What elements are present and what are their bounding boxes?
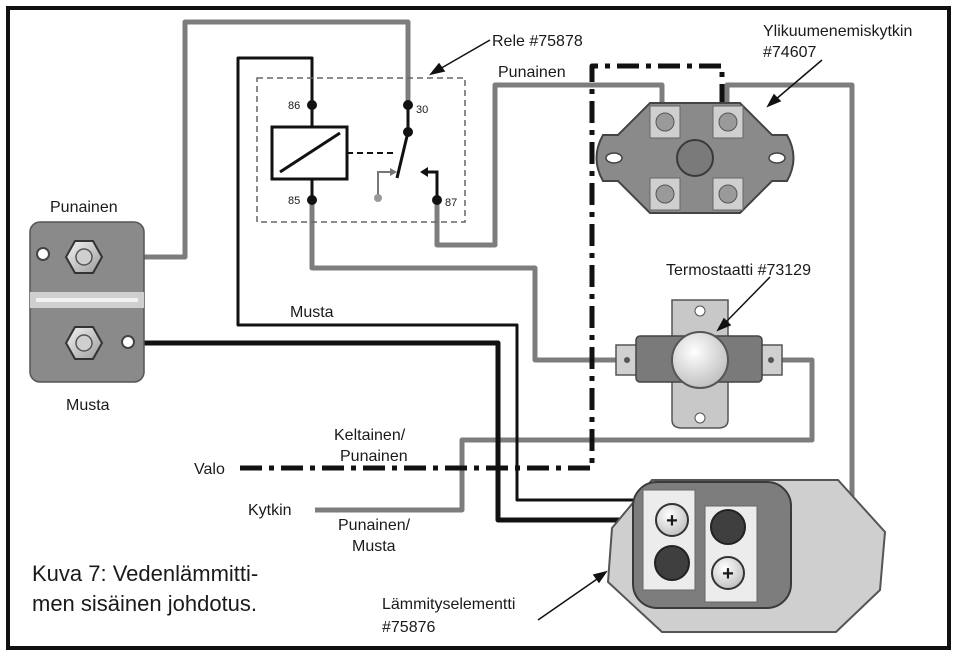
no-arrow [420, 167, 428, 177]
wire-pin87-punainen [434, 82, 665, 248]
nc-arrow [390, 168, 397, 176]
heating-element [606, 479, 887, 633]
wire-battery-positive-to-pin30 [120, 19, 411, 260]
overheat-switch-label-line1: Ylikuumenemiskytkin [763, 23, 912, 40]
nc-terminal [374, 194, 382, 202]
switch-nc-contact [377, 171, 390, 195]
pin-85-label: 85 [288, 195, 300, 207]
thermostat-callout-line [723, 276, 771, 325]
relay-housing [256, 77, 466, 223]
wire-label-punainen-left: Punainen [50, 199, 118, 216]
overheat-callout-line [774, 59, 823, 101]
wire-label-musta-mid: Musta [290, 304, 334, 321]
wire-pin85-to-thermostat [309, 200, 628, 363]
overheat-switch [595, 102, 795, 214]
element-callout-line [537, 576, 601, 621]
overheat-callout-arrowhead [766, 93, 782, 108]
black-wires [120, 56, 725, 523]
battery-terminal-block [29, 221, 145, 383]
pin-87-label: 87 [445, 197, 457, 209]
pin-87-dot [432, 195, 442, 205]
wire-battery-negative-punainen-musta [120, 340, 660, 523]
wire-thermostat-keltainen-punainen [315, 357, 815, 513]
callout-arrows [429, 39, 823, 621]
figure-caption-line2: men sisäinen johdotus. [32, 591, 257, 616]
wire-label-valo: Valo [194, 461, 225, 478]
wire-label-keltainen-line2: Punainen [340, 448, 408, 465]
thermostat [615, 299, 783, 429]
thermostat-callout-arrowhead [716, 317, 732, 332]
wire-label-kytkin: Kytkin [248, 502, 292, 519]
relay-coil-diagonal [279, 131, 341, 174]
pin-30-dot [403, 100, 413, 110]
heating-element-label-line1: Lämmityselementti [382, 596, 515, 613]
terminal-plus-upper: + [666, 510, 678, 532]
element-callout-arrowhead [592, 570, 608, 584]
pin-30-label: 30 [416, 104, 428, 116]
switch-blade [395, 131, 410, 179]
wire-label-punainen-top: Punainen [498, 64, 566, 81]
wire-pin86-musta [236, 56, 660, 502]
switch-pivot-dot [403, 127, 413, 137]
terminal-plus-lower: + [722, 563, 734, 585]
heating-element-label-line2: #75876 [382, 619, 435, 636]
wire-valo-dash-dot [240, 63, 725, 471]
pin-86-label: 86 [288, 100, 300, 112]
wire-label-punainen-musta-line2: Musta [352, 538, 396, 555]
relay-label: Rele #75878 [492, 33, 583, 50]
diagram-border [6, 6, 951, 650]
wire-label-punainen-musta-line1: Punainen/ [338, 517, 411, 534]
figure-caption-line1: Kuva 7: Vedenlämmitti- [32, 561, 258, 586]
relay-callout-line [437, 39, 491, 71]
overheat-switch-label-line2: #74607 [763, 44, 816, 61]
switch-no-contact [425, 170, 439, 200]
pin-85-dot [307, 195, 317, 205]
pin-86-dot [307, 100, 317, 110]
wire-label-musta-left: Musta [66, 397, 110, 414]
thermostat-label: Termostaatti #73129 [666, 262, 811, 279]
wire-label-keltainen-line1: Keltainen/ [334, 427, 406, 444]
relay-callout-arrowhead [429, 62, 446, 76]
